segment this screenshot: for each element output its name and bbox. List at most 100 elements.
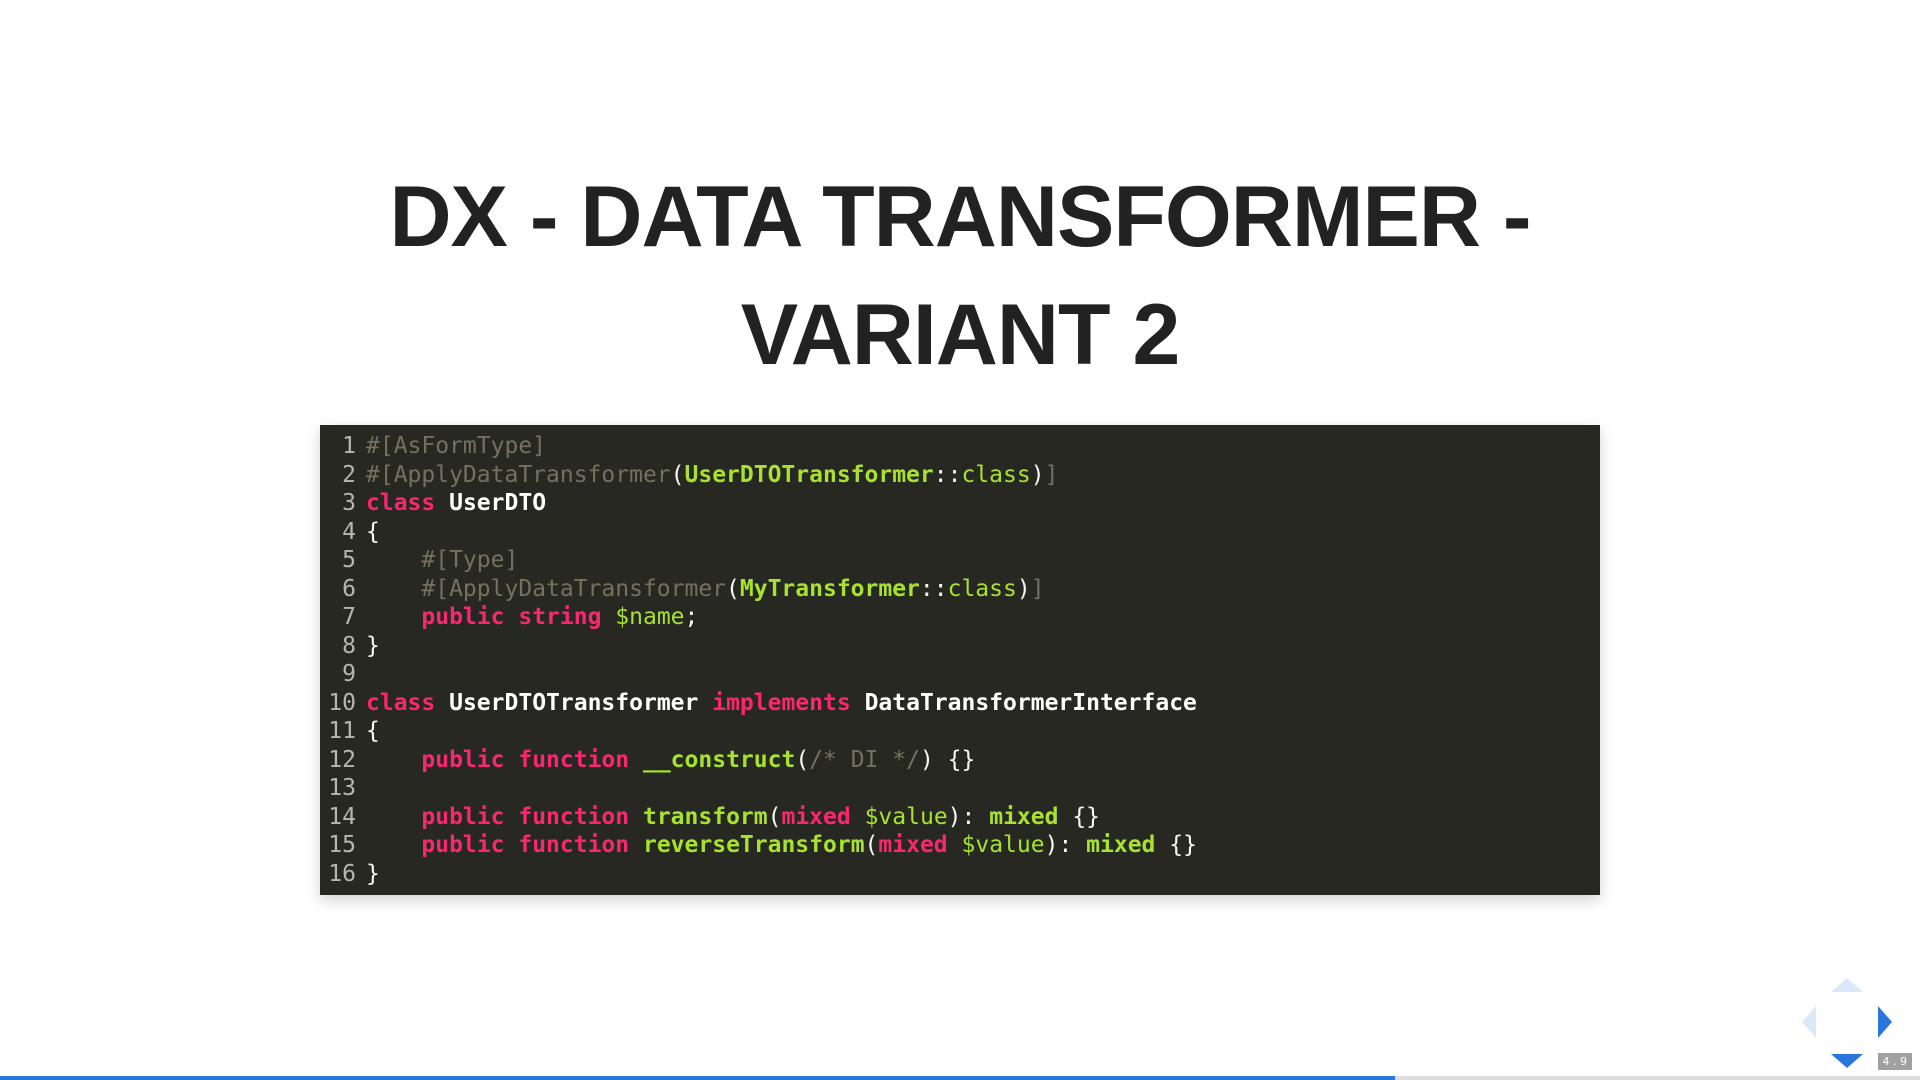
indent bbox=[366, 576, 421, 602]
code-token: {} bbox=[1072, 803, 1101, 830]
navigate-up-arrow-icon[interactable] bbox=[1831, 978, 1863, 992]
code-token: ): bbox=[1044, 832, 1087, 858]
indent bbox=[366, 547, 421, 573]
code-line: 6 #[ApplyDataTransformer(MyTransformer::… bbox=[320, 575, 1600, 604]
code-token: UserDTO bbox=[449, 490, 547, 516]
code-token: function bbox=[518, 832, 630, 858]
code-token: public bbox=[421, 803, 505, 830]
code-token: class bbox=[366, 490, 436, 516]
code-token: ( bbox=[795, 746, 810, 773]
code-token: ; bbox=[684, 604, 699, 630]
slide-number: 4 . 9 bbox=[1877, 1053, 1912, 1070]
code-token: ) bbox=[1016, 575, 1031, 602]
code-token: DataTransformerInterface bbox=[864, 689, 1197, 716]
line-number: 15 bbox=[328, 832, 356, 858]
code-token: $value bbox=[961, 832, 1045, 858]
navigate-right-arrow-icon[interactable] bbox=[1878, 1006, 1892, 1038]
code-line: 5 #[Type] bbox=[320, 546, 1600, 575]
line-number: 2 bbox=[342, 461, 356, 488]
line-number: 1 bbox=[342, 433, 356, 459]
navigate-left-arrow-icon[interactable] bbox=[1802, 1006, 1816, 1038]
code-line: 4{ bbox=[320, 518, 1600, 547]
slide-title-line-2: VARIANT 2 bbox=[740, 287, 1181, 383]
code-token: {} bbox=[947, 746, 976, 773]
code-token: ): bbox=[947, 803, 990, 830]
code-token: transform bbox=[642, 803, 768, 830]
code-line: 15 public function reverseTransform(mixe… bbox=[320, 831, 1600, 860]
code-token: MyTransformer bbox=[739, 575, 920, 602]
code-token: public bbox=[421, 832, 505, 858]
line-number: 5 bbox=[342, 547, 356, 573]
code-token: } bbox=[366, 632, 380, 659]
code-token: ] bbox=[1044, 461, 1059, 488]
code-line: 1#[AsFormType] bbox=[320, 432, 1600, 461]
code-token: ( bbox=[726, 575, 740, 602]
code-token: __construct bbox=[642, 746, 796, 773]
line-number: 6 bbox=[342, 575, 356, 602]
code-token: } bbox=[366, 860, 380, 887]
code-token: mixed bbox=[1086, 832, 1156, 858]
code-token: public bbox=[421, 604, 505, 630]
code-token: UserDTOTransformer bbox=[684, 461, 934, 488]
code-token: #[Type] bbox=[421, 547, 519, 573]
code-token: {} bbox=[1169, 832, 1197, 858]
progress-bar[interactable] bbox=[0, 1076, 1920, 1080]
line-number: 7 bbox=[342, 604, 356, 630]
line-number: 8 bbox=[342, 632, 356, 659]
code-token: UserDTOTransformer bbox=[449, 689, 699, 716]
indent bbox=[366, 832, 421, 858]
line-number: 3 bbox=[342, 490, 356, 516]
code-line: 9 bbox=[320, 660, 1600, 689]
code-token: class bbox=[947, 575, 1017, 602]
slide-title-line-1: DX - DATA TRANSFORMER - bbox=[389, 169, 1531, 265]
code-line: 11 { bbox=[320, 717, 1600, 746]
code-line: 3 class UserDTO bbox=[320, 489, 1600, 518]
line-number: 14 bbox=[328, 803, 356, 830]
progress-bar-fill bbox=[0, 1076, 1395, 1080]
code-line: 7 public string $name; bbox=[320, 603, 1600, 632]
code-line: 13 bbox=[320, 774, 1600, 803]
code-line: 2 #[ApplyDataTransformer(UserDTOTransform… bbox=[320, 461, 1600, 490]
navigate-down-arrow-icon[interactable] bbox=[1831, 1054, 1863, 1068]
code-line: 14 public function transform(mixed $valu… bbox=[320, 803, 1600, 832]
code-token: ( bbox=[767, 803, 782, 830]
code-token: $name bbox=[615, 604, 685, 630]
code-token: #[ApplyDataTransformer bbox=[366, 461, 671, 488]
code-token: ] bbox=[1030, 575, 1045, 602]
line-number: 12 bbox=[328, 746, 356, 773]
navigation-controls bbox=[1802, 978, 1892, 1068]
line-number: 16 bbox=[328, 860, 356, 887]
code-token: class bbox=[366, 689, 436, 716]
line-number: 11 bbox=[328, 718, 356, 744]
indent bbox=[366, 604, 421, 630]
line-number: 9 bbox=[342, 661, 356, 687]
line-number: 4 bbox=[342, 518, 356, 545]
code-token: ) bbox=[919, 746, 934, 773]
code-token: class bbox=[961, 461, 1031, 488]
code-token: :: bbox=[933, 461, 962, 488]
code-token: mixed bbox=[781, 803, 851, 830]
code-token: reverseTransform bbox=[642, 832, 865, 858]
line-number: 10 bbox=[328, 689, 356, 716]
slide-title: DX - DATA TRANSFORMER - VARIANT 2 bbox=[0, 158, 1920, 394]
code-token: implements bbox=[712, 689, 851, 716]
code-token: function bbox=[518, 746, 630, 773]
code-token: public bbox=[421, 746, 505, 773]
indent bbox=[366, 747, 421, 773]
code-token: ( bbox=[864, 832, 879, 858]
code-token: mixed bbox=[989, 803, 1059, 830]
line-number: 13 bbox=[328, 775, 356, 801]
indent bbox=[366, 804, 421, 830]
code-token: function bbox=[518, 803, 630, 830]
code-token: :: bbox=[919, 575, 948, 602]
code-block: 1#[AsFormType] 2#[ApplyDataTransformer(U… bbox=[320, 425, 1600, 895]
code-line: 12 public function __construct(/* DI */)… bbox=[320, 746, 1600, 775]
code-token: string bbox=[518, 604, 602, 630]
code-token: { bbox=[366, 518, 380, 545]
code-token: ( bbox=[670, 461, 685, 488]
code-token: $value bbox=[864, 803, 948, 830]
code-token: { bbox=[366, 718, 380, 744]
code-token: mixed bbox=[878, 832, 948, 858]
code-line: 16} bbox=[320, 860, 1600, 889]
